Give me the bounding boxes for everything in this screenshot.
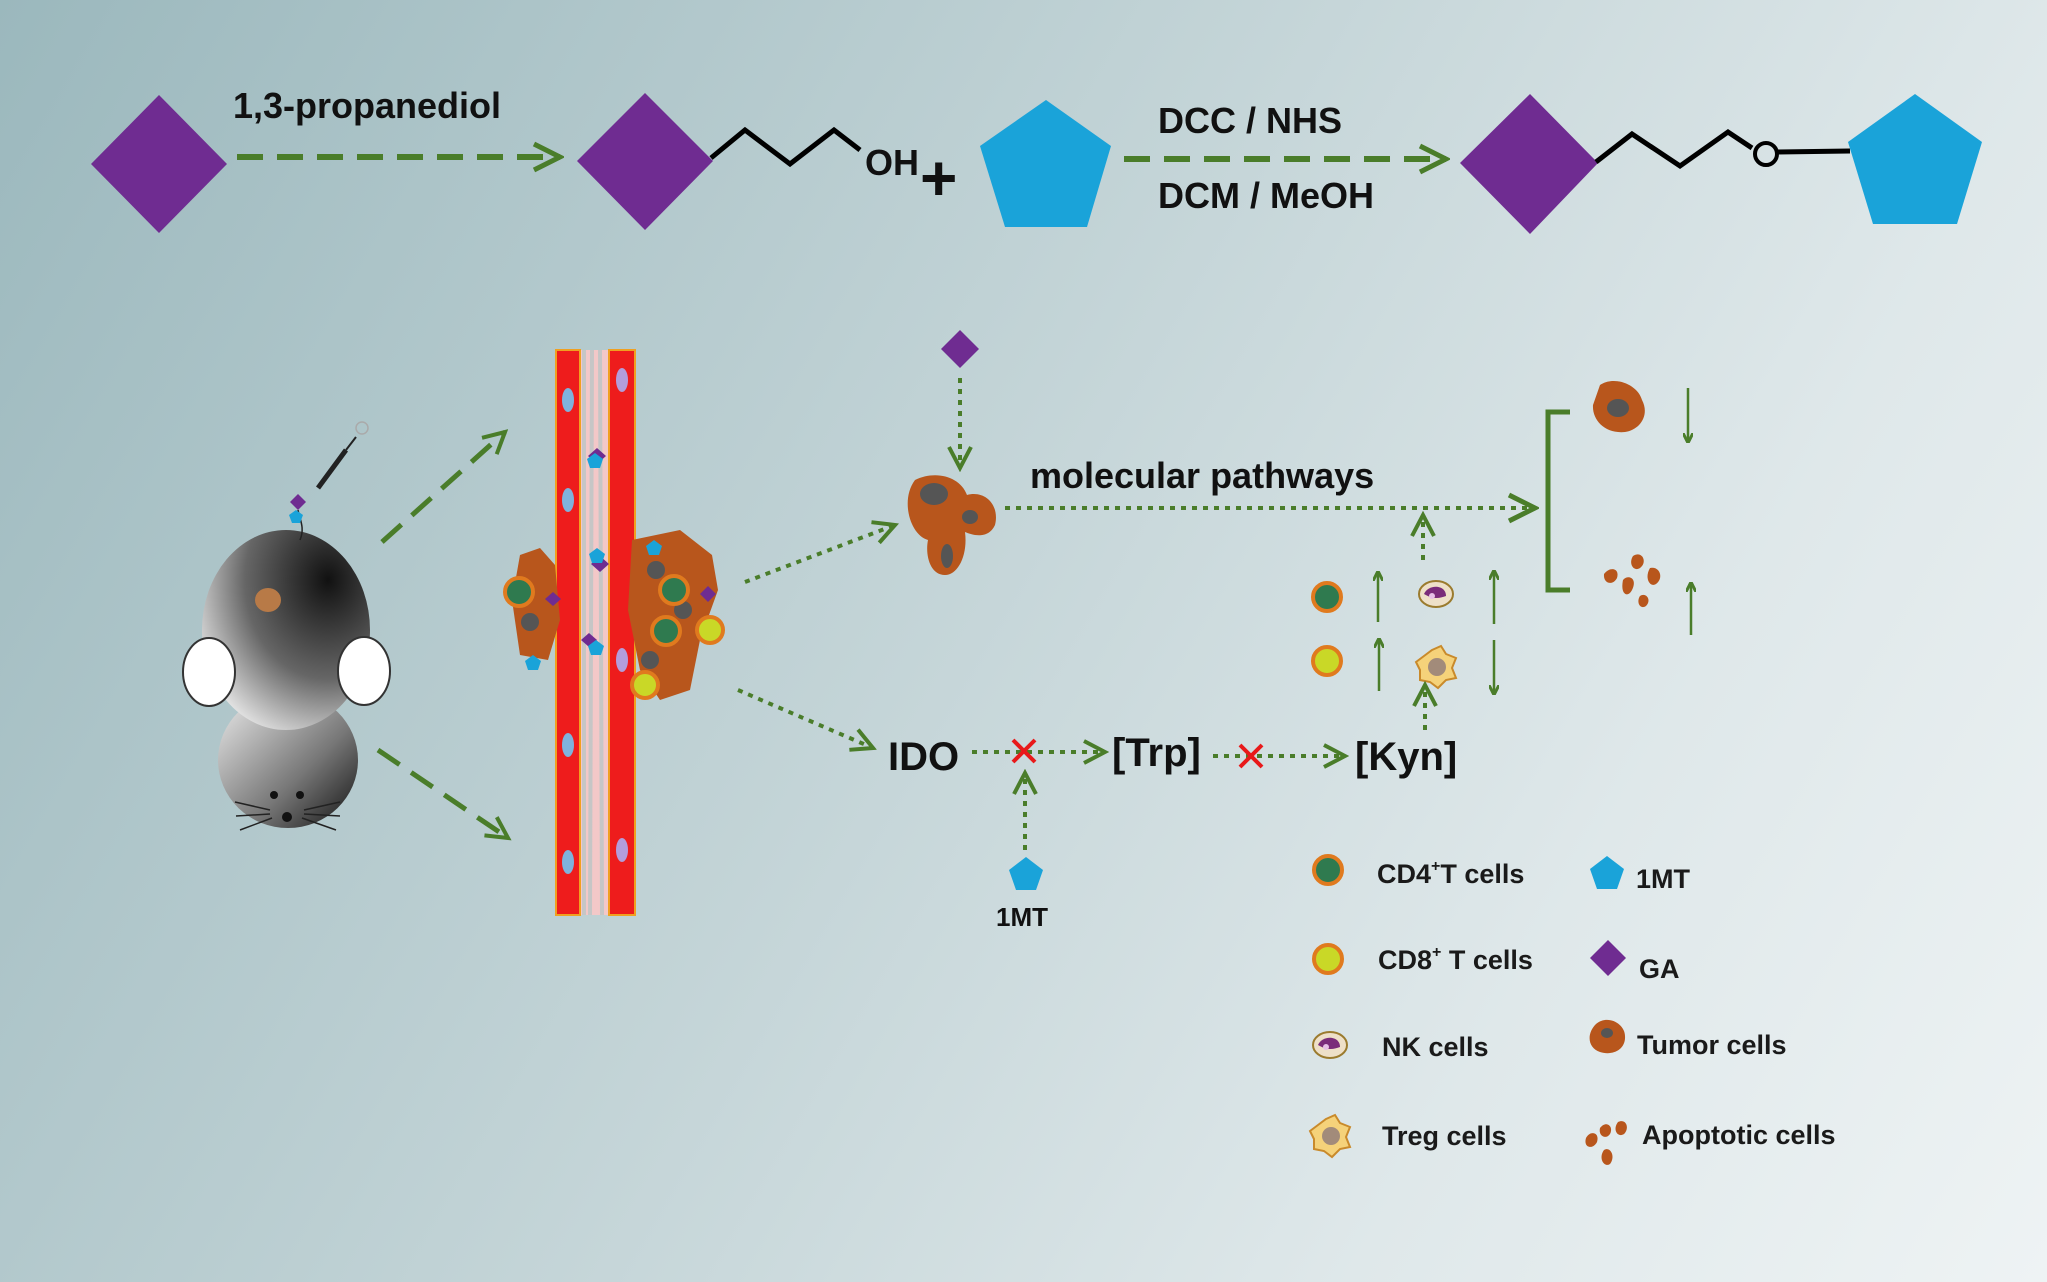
ido-label: IDO [888, 735, 959, 779]
1mt-pentagon-icon [1848, 94, 1982, 224]
mouse-ear-left [182, 637, 236, 707]
mouse-nose [282, 812, 292, 822]
dotted-arrow [737, 688, 873, 748]
legend-tumor: Tumor cells [1637, 1030, 1787, 1060]
ga-diamond-icon [577, 93, 713, 230]
plus-sign: + [920, 142, 957, 214]
legend-cd4: CD4+T cells [1377, 858, 1524, 889]
apoptotic-cells-icon [1585, 1121, 1627, 1165]
mouse-illustration [182, 421, 391, 831]
ga-diamond-icon [1460, 94, 1598, 234]
dashed-arrow [380, 432, 505, 544]
ga-diamond-icon [941, 330, 979, 368]
1mt-pentagon-icon [1590, 856, 1624, 889]
ether-bond [1776, 148, 1851, 155]
dashed-arrow [376, 747, 508, 838]
mouse-eye [270, 791, 278, 799]
legend-treg: Treg cells [1382, 1121, 1507, 1151]
treg-cell-icon [1308, 1113, 1352, 1159]
coupling-reagent-bottom: DCM / MeOH [1158, 175, 1374, 216]
legend-apoptotic: Apoptotic cells [1642, 1120, 1836, 1150]
mouse-head [218, 692, 358, 828]
linker-chain [1594, 128, 1754, 170]
hydroxyl-label: OH [865, 142, 919, 183]
legend: CD4+T cells 1MT CD8+ T cells GA NK cells… [1308, 854, 1836, 1165]
syringe-icon [289, 421, 369, 541]
ga-diamond-icon [1590, 940, 1626, 976]
inhibitor-label: 1MT [996, 902, 1048, 932]
blocked-x-icon [1238, 743, 1264, 769]
blood-vessel-tumor [503, 349, 725, 916]
legend-cd8: CD8+ T cells [1378, 944, 1533, 975]
nk-cell-icon [1312, 1031, 1348, 1059]
cd4-t-cell-icon [1312, 854, 1344, 886]
tumor-cell-icon [1592, 380, 1645, 433]
dotted-arrow [744, 525, 895, 584]
1mt-pentagon-icon [980, 100, 1111, 227]
legend-1mt: 1MT [1636, 864, 1691, 894]
legend-ga: GA [1639, 954, 1680, 984]
tumor-cell-cluster [907, 475, 996, 575]
trp-label: [Trp] [1112, 731, 1201, 775]
cd8-t-cell-icon [1312, 943, 1344, 975]
outcome-bracket [1545, 409, 1570, 593]
legend-nk: NK cells [1382, 1032, 1489, 1062]
cd4-t-cell-icon [1311, 581, 1343, 613]
blocked-x-icon [1011, 738, 1037, 764]
molecular-pathways-label: molecular pathways [1030, 455, 1374, 496]
coupling-reagent-top: DCC / NHS [1158, 100, 1342, 141]
mouse-ear-right [337, 636, 391, 706]
ga-diamond-icon [91, 95, 227, 233]
treg-cell-icon [1414, 644, 1458, 690]
tumor-spot [255, 588, 281, 612]
cd8-t-cell-icon [1311, 645, 1343, 677]
propanediol-chain [709, 126, 862, 168]
reaction-scheme: 1,3-propanediol OH + DCC / NHS DCM / MeO… [91, 85, 1982, 234]
mouse-whiskers [234, 801, 341, 831]
mouse-eye [296, 791, 304, 799]
tumor-cell-icon [1589, 1019, 1626, 1054]
apoptotic-cells-icon [1603, 554, 1661, 608]
nk-cell-icon [1418, 580, 1454, 608]
mouse-body [202, 530, 370, 730]
kyn-label: [Kyn] [1355, 735, 1457, 779]
reagent-1-label: 1,3-propanediol [233, 85, 501, 126]
1mt-pentagon-icon [1009, 857, 1043, 890]
ether-oxygen [1753, 141, 1779, 167]
